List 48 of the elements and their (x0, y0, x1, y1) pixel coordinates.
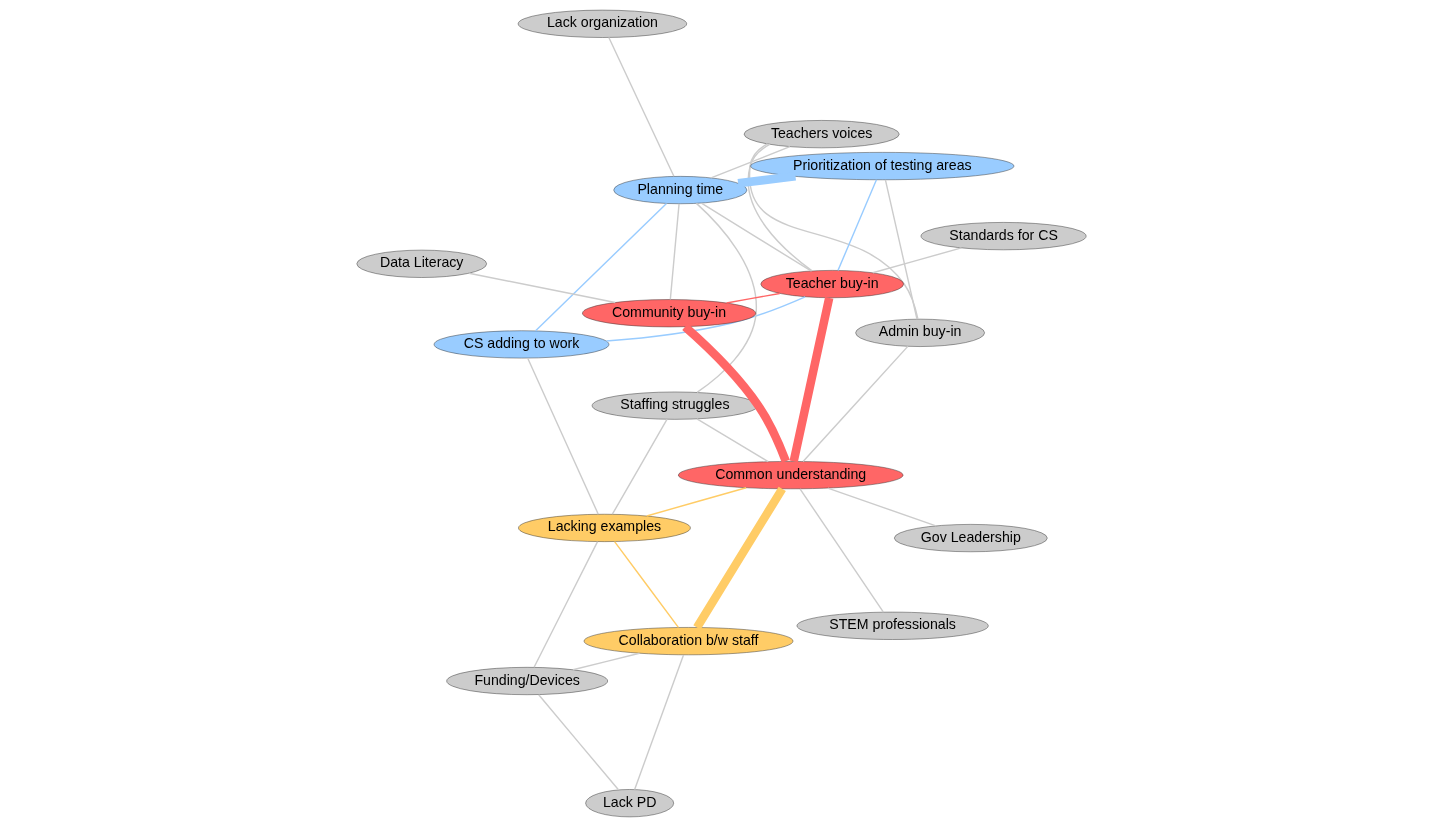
connector (748, 143, 919, 320)
node-ellipse: Lack organization (517, 9, 687, 38)
connector (532, 540, 598, 668)
connector (747, 143, 813, 272)
node-ellipse: Admin buy-in (854, 318, 985, 347)
connector (467, 272, 616, 304)
connector (884, 179, 918, 320)
connector (725, 292, 780, 304)
node-ellipse: Collaboration b/w staff (583, 627, 793, 656)
node-ellipse: Gov Leadership (893, 524, 1048, 552)
connector (526, 357, 599, 515)
node-ellipse: Staffing struggles (591, 391, 758, 420)
node-ellipse: Data Literacy (356, 249, 487, 278)
connector (534, 202, 667, 332)
node-ellipse: Lack PD (584, 789, 674, 818)
connector (737, 172, 796, 188)
connector (645, 487, 747, 517)
connector (681, 323, 790, 463)
connector (801, 345, 908, 463)
node-ellipse: STEM professionals (796, 611, 989, 640)
node-ellipse: CS adding to work (433, 330, 609, 359)
connector (571, 652, 640, 671)
connector (836, 179, 877, 272)
connector (700, 202, 812, 272)
connector (789, 296, 833, 463)
node-ellipse: Teachers voices (743, 120, 899, 149)
connector (537, 694, 619, 791)
connector (695, 202, 757, 394)
node-ellipse: Community buy-in (581, 299, 756, 328)
node-ellipse: Planning time (612, 176, 747, 204)
connector (692, 486, 786, 630)
connector (669, 203, 680, 301)
node-ellipse: Common understanding (677, 461, 903, 490)
connector (871, 247, 962, 274)
node-ellipse: Standards for CS (920, 222, 1086, 251)
connector (611, 418, 668, 515)
node-ellipse: Funding/Devices (445, 667, 608, 695)
node-ellipse: Teacher buy-in (760, 270, 904, 298)
node-ellipse: Lacking examples (517, 514, 691, 542)
connector (695, 418, 769, 463)
connector (633, 654, 684, 791)
connector (613, 540, 679, 629)
connector (826, 487, 937, 527)
connector (607, 36, 675, 177)
connector (798, 488, 884, 613)
connector (709, 146, 791, 179)
connector (605, 296, 806, 342)
node-ellipse: Prioritization of testing areas (749, 152, 1014, 180)
